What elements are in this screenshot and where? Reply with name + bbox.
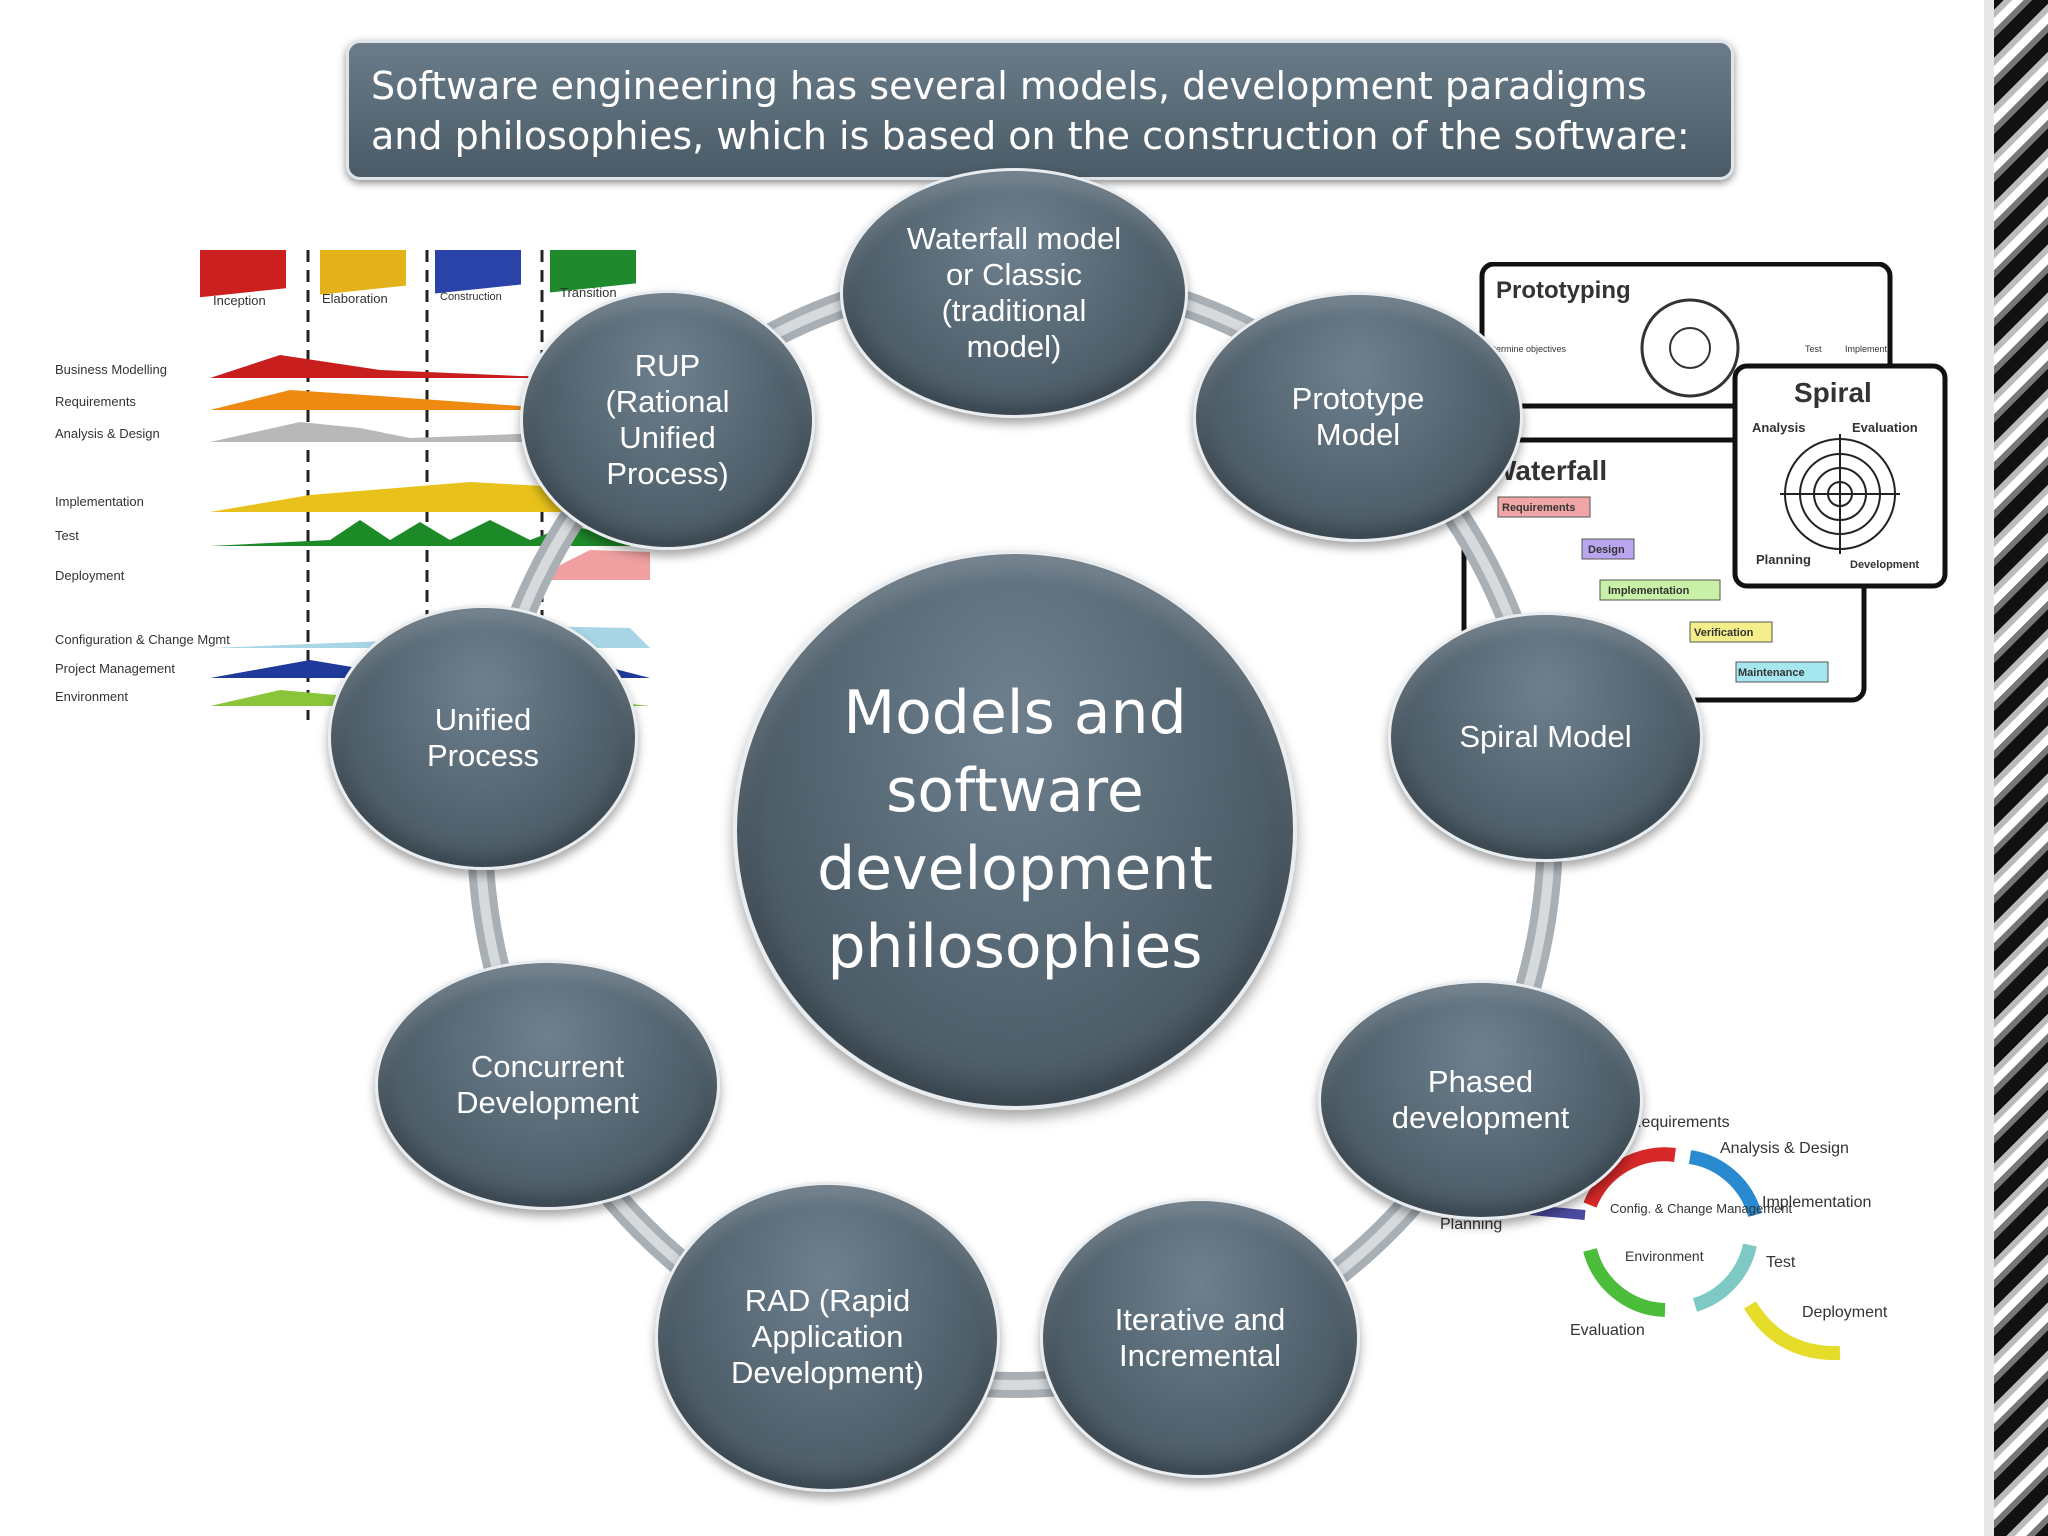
discipline-label: Deployment <box>55 568 125 583</box>
center-node: Models and software development philosop… <box>733 550 1297 1110</box>
svg-text:Verification: Verification <box>1694 627 1754 639</box>
waterfall-steps: Requirements Design Implementation Verif… <box>1497 496 1829 683</box>
node-rad: RAD (Rapid Application Development) <box>655 1182 1000 1492</box>
cycle-label: Deployment <box>1802 1304 1888 1321</box>
node-spiral: Spiral Model <box>1388 612 1703 862</box>
cycle-center-label: Config. & Change Management <box>1610 1201 1793 1216</box>
spiral-rings <box>1780 434 1900 554</box>
discipline-label: Requirements <box>55 394 136 409</box>
banner-text: Software engineering has several models,… <box>371 64 1690 158</box>
node-unified: Unified Process <box>328 605 638 870</box>
prototyping-step: Implement <box>1845 344 1888 354</box>
phase-label: Construction <box>440 291 502 303</box>
node-prototype: Prototype Model <box>1193 292 1523 542</box>
spiral-quadrant: Analysis <box>1752 420 1805 435</box>
spiral-quadrant: Development <box>1850 559 1919 571</box>
discipline-label: Environment <box>55 689 128 704</box>
svg-text:Requirements: Requirements <box>1502 502 1575 514</box>
cycle-label: Test <box>1766 1254 1796 1271</box>
discipline-label: Analysis & Design <box>55 426 160 441</box>
prototyping-title: Prototyping <box>1496 277 1631 304</box>
node-label: Unified Process <box>427 701 539 773</box>
phase-label: Transition <box>560 285 617 300</box>
discipline-label: Configuration & Change Mgmt <box>55 632 230 647</box>
center-label: Models and software development philosop… <box>817 678 1213 982</box>
prototyping-cycle-inner <box>1669 327 1711 369</box>
cycle-arrows <box>1529 1147 1841 1361</box>
prototyping-cycle <box>1640 298 1740 398</box>
cycle-label: Requirements <box>1630 1114 1730 1131</box>
discipline-label: Implementation <box>55 494 144 509</box>
node-phased: Phased development <box>1318 980 1643 1220</box>
cycle-label: Implementation <box>1762 1194 1871 1211</box>
prototyping-step: Determine objectives <box>1482 344 1567 354</box>
discipline-label: Business Modelling <box>55 362 167 377</box>
node-label: Concurrent Development <box>456 1049 639 1120</box>
prototyping-step: Test <box>1805 344 1822 354</box>
cycle-label: Evaluation <box>1570 1322 1645 1339</box>
cycle-center-label: Environment <box>1625 1248 1704 1264</box>
header-banner: Software engineering has several models,… <box>346 40 1734 180</box>
node-iterative: Iterative and Incremental <box>1040 1198 1360 1478</box>
node-label: Waterfall model or Classic (traditional … <box>906 221 1122 364</box>
cycle-label: Planning <box>1440 1216 1502 1233</box>
spiral-title: Spiral <box>1794 377 1872 408</box>
svg-text:Maintenance: Maintenance <box>1738 667 1805 679</box>
iterative-cycle-chart: Requirements Analysis & Design Implement… <box>1440 1114 1888 1361</box>
node-label: RAD (Rapid Application Development) <box>731 1283 924 1390</box>
node-concurrent: Concurrent Development <box>375 960 720 1210</box>
discipline-label: Test <box>55 528 79 543</box>
node-label: Iterative and Incremental <box>1114 1302 1286 1373</box>
node-label: Prototype Model <box>1291 381 1425 452</box>
node-label: Spiral Model <box>1459 719 1632 754</box>
spiral-quadrant: Planning <box>1756 552 1811 567</box>
cycle-label: Analysis & Design <box>1720 1140 1849 1157</box>
spiral-quadrant: Evaluation <box>1852 420 1918 435</box>
phase-label: Inception <box>213 293 266 308</box>
node-label: Phased development <box>1391 1064 1570 1135</box>
node-waterfall: Waterfall model or Classic (traditional … <box>840 168 1188 418</box>
node-label: RUP (Rational Unified Process) <box>605 348 730 491</box>
rup-phase-blocks: Inception Elaboration Construction Trans… <box>200 250 636 308</box>
svg-text:Design: Design <box>1588 544 1625 556</box>
svg-text:Implementation: Implementation <box>1608 585 1690 597</box>
decorative-stripe <box>1984 0 2048 1536</box>
node-rup: RUP (Rational Unified Process) <box>520 290 815 550</box>
phase-label: Elaboration <box>322 291 388 306</box>
discipline-label: Project Management <box>55 661 175 676</box>
